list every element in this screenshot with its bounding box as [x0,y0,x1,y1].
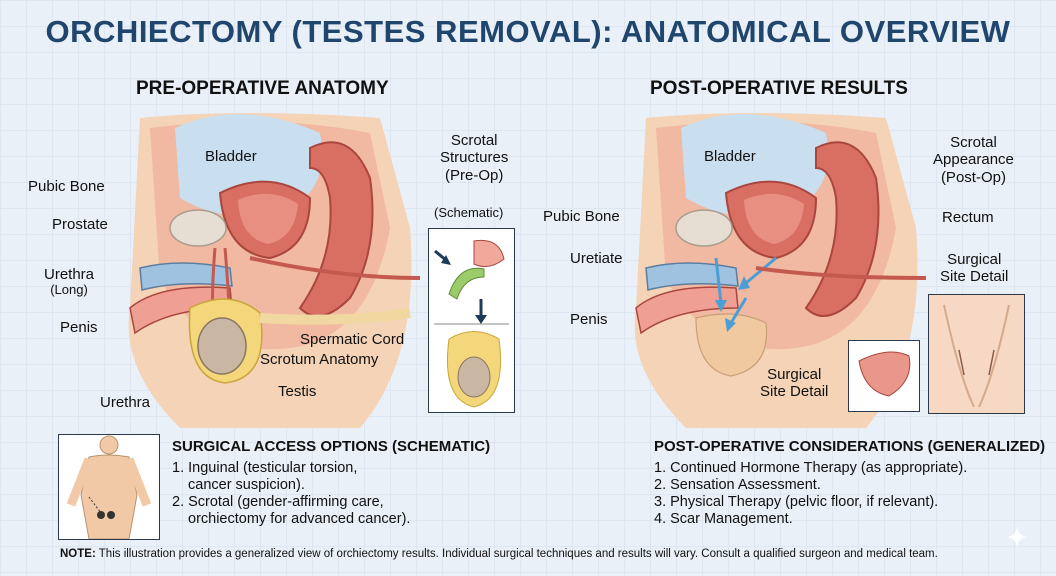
access-heading: SURGICAL ACCESS OPTIONS (SCHEMATIC) [172,438,491,455]
pre-pubic-bone-label: Pubic Bone [28,178,105,195]
disclaimer-note: NOTE: This illustration provides a gener… [60,548,938,560]
post-surgical-site-label: Surgical Site Detail [760,366,829,401]
pre-schematic-inset [428,228,515,413]
considerations-list: 1. Continued Hormone Therapy (as appropr… [654,460,967,528]
note-text: This illustration provides a generalized… [95,548,938,560]
list-item: 4. Scar Management. [654,511,793,527]
post-rectum-label: Rectum [942,209,994,226]
pre-spermatic-cord-label: Spermatic Cord [300,331,405,348]
pre-scrotum-anatomy-label: Scrotum Anatomy [260,351,379,368]
list-item: cancer suspicion). [188,477,305,493]
post-scrotal-appearance-label: Scrotal Appearance (Post-Op) [933,134,1014,186]
list-item: 2. Scrotal (gender-affirming care, [172,494,384,510]
post-uretiate-label: Uretiate [570,250,623,267]
considerations-heading: POST-OPERATIVE CONSIDERATIONS (GENERALIZ… [654,438,1046,455]
post-op-anatomy-illustration [634,113,926,428]
note-label: NOTE: [60,548,96,560]
list-item: 3. Physical Therapy (pelvic floor, if re… [654,494,939,510]
list-item: 1. Continued Hormone Therapy (as appropr… [654,460,968,476]
post-surgical-site-right-label: Surgical Site Detail [940,251,1009,286]
pre-penis-label: Penis [60,319,98,336]
sparkle-icon [1006,526,1028,548]
page-title: ORCHIECTOMY (TESTES REMOVAL): ANATOMICAL… [45,14,1011,49]
pre-urethra-label: Urethra [100,394,151,411]
pre-prostate-label: Prostate [52,216,108,233]
post-pubic-bone-label: Pubic Bone [543,208,620,225]
post-surgical-site-inset-small [848,340,920,412]
list-item: 2. Sensation Assessment. [654,477,821,493]
pre-op-anatomy-illustration [128,113,420,428]
pre-scrotal-structures-label: Scrotal Structures (Pre-Op) [440,132,509,184]
pre-op-heading: PRE-OPERATIVE ANATOMY [136,78,389,99]
post-op-heading: POST-OPERATIVE RESULTS [650,78,908,99]
list-item: 1. Inguinal (testicular torsion, [172,460,358,476]
pre-bladder-label: Bladder [205,148,257,165]
post-surgical-site-inset-large [928,294,1025,414]
pre-urethra-long-label: Urethra (Long) [44,266,95,298]
post-penis-label: Penis [570,311,608,328]
access-list: 1. Inguinal (testicular torsion, cancer … [172,460,410,528]
access-body-figure [58,434,160,540]
pre-testis-label: Testis [278,383,317,400]
list-item: orchiectomy for advanced cancer). [188,511,411,527]
post-bladder-label: Bladder [704,148,756,165]
pre-schematic-label: (Schematic) [434,205,504,220]
